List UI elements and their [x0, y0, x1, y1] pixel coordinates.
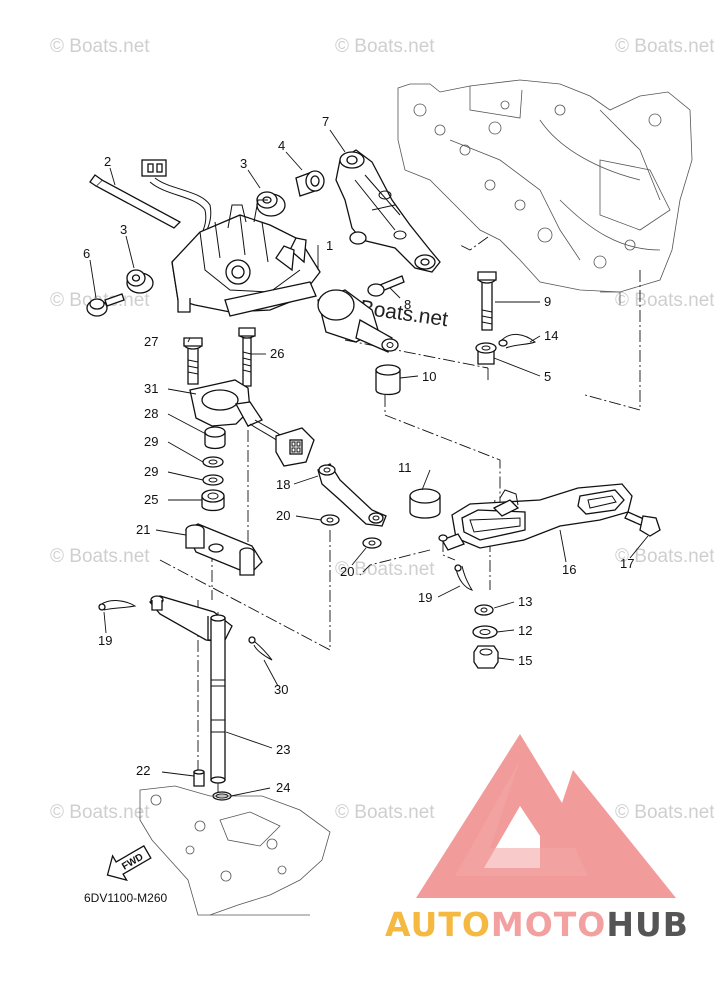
bracket-part: [335, 149, 441, 273]
callout-25: 25: [144, 492, 158, 507]
sleeve-part: [375, 364, 401, 396]
watermark-text: © Boats.net: [335, 802, 435, 823]
callout-8: 8: [404, 297, 411, 312]
watermark-text: © Boats.net: [615, 546, 714, 567]
long-bolt-part: [477, 271, 497, 331]
watermark-text: © Boats.net: [615, 802, 714, 823]
cotter-pin-part: [498, 334, 536, 349]
grommet-part: [256, 191, 286, 217]
callout-13: 13: [518, 594, 532, 609]
engine-block-outline: [397, 79, 693, 305]
shift-position-sensor-part: [189, 379, 315, 467]
cotter-pin-part: [98, 600, 137, 611]
watermark-text: © Boats.net: [615, 36, 714, 57]
brand-wordmark: AUTOMOTOHUB: [385, 905, 689, 944]
callout-26: 26: [270, 346, 284, 361]
leader-lines: [89, 129, 649, 797]
callout-19-left: 19: [98, 633, 112, 648]
callout-28: 28: [144, 406, 158, 421]
watermark-text: © Boats.net: [50, 546, 150, 567]
callout-22: 22: [136, 763, 150, 778]
callout-1: 1: [326, 238, 333, 253]
fwd-label: FWD: [120, 852, 145, 873]
callout-6: 6: [83, 246, 90, 261]
shift-rod-part: [210, 614, 226, 784]
automotohub-logo-icon: [416, 734, 676, 898]
brand-auto: AUTO: [385, 905, 491, 944]
callout-17: 17: [620, 556, 634, 571]
callout-12: 12: [518, 623, 532, 638]
bolt-part: [183, 337, 203, 385]
dowel-pin-part: [193, 769, 205, 787]
callout-3-upper: 3: [240, 156, 247, 171]
washer-part: [202, 456, 224, 468]
callout-30: 30: [274, 682, 288, 697]
brand-hub: HUB: [606, 905, 689, 944]
grommet-part: [409, 488, 441, 519]
callout-27: 27: [144, 334, 158, 349]
callout-19-right: 19: [418, 590, 432, 605]
bolt-part: [624, 511, 661, 537]
bolt-part: [86, 293, 125, 317]
callout-10: 10: [422, 369, 436, 384]
callout-29-upper: 29: [144, 434, 158, 449]
callout-24: 24: [276, 780, 290, 795]
callout-2: 2: [104, 154, 111, 169]
callout-14: 14: [544, 328, 558, 343]
callout-29-lower: 29: [144, 464, 158, 479]
callout-18: 18: [276, 477, 290, 492]
watermark-text: © Boats.net: [335, 36, 435, 57]
grommet-part: [126, 269, 154, 294]
callout-9: 9: [544, 294, 551, 309]
callout-4: 4: [278, 138, 285, 153]
washer-part: [202, 474, 224, 486]
lower-casing-outline: [139, 785, 331, 916]
callouts: 1 2 3 3 4 5 6 7 8 9 10 11 12 13 14 15 16…: [83, 114, 634, 795]
callout-20-left: 20: [276, 508, 290, 523]
callout-7: 7: [322, 114, 329, 129]
callout-20-right: 20: [340, 564, 354, 579]
callout-11: 11: [398, 460, 412, 475]
cotter-pin-part: [248, 636, 273, 661]
callout-15: 15: [518, 653, 532, 668]
cable-tie-part: [89, 159, 212, 263]
logo-inner-shape: [455, 760, 588, 876]
collar-part: [475, 342, 497, 365]
collar-part: [295, 170, 325, 197]
callout-21: 21: [136, 522, 150, 537]
watermark-text: © Boats.net: [615, 290, 714, 311]
callout-23: 23: [276, 742, 290, 757]
watermark-text: © Boats.net: [50, 36, 150, 57]
shift-rod-assembly-part: [171, 199, 399, 353]
bolt-part: [367, 275, 405, 297]
callout-3-lower: 3: [120, 222, 127, 237]
shift-arm-part: [438, 483, 633, 551]
cotter-pin-part: [454, 564, 474, 591]
sleeve-part: [204, 426, 226, 450]
link-plate-part: [317, 463, 387, 527]
washer-part: [320, 514, 340, 526]
forward-arrow-icon: FWD: [106, 845, 152, 882]
watermarks: © Boats.net © Boats.net © Boats.net © Bo…: [50, 36, 714, 823]
brand-moto: MOTO: [491, 905, 606, 944]
lever-part: [185, 523, 263, 576]
callout-31: 31: [144, 381, 158, 396]
watermark-text: © Boats.net: [50, 802, 150, 823]
diagram-code: 6DV1100-M260: [84, 891, 167, 905]
washer-part: [472, 625, 498, 639]
washer-part: [362, 537, 382, 549]
callout-5: 5: [544, 369, 551, 384]
callout-16: 16: [562, 562, 576, 577]
nut-part: [473, 645, 499, 669]
washer-part: [474, 604, 494, 616]
bushing-part: [201, 489, 225, 512]
bolt-part: [238, 327, 256, 387]
